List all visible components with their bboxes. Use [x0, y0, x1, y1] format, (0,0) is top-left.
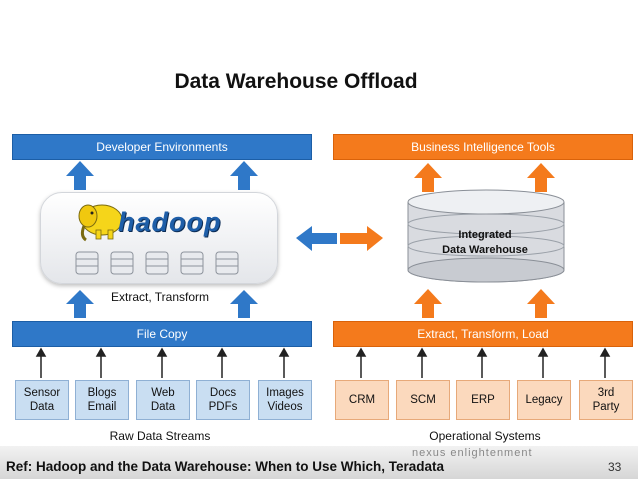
extract-transform-caption: Extract, Transform — [110, 290, 210, 304]
source-arrows — [35, 347, 290, 378]
system-box-legacy: Legacy — [517, 380, 571, 420]
system-box-crm: CRM — [335, 380, 389, 420]
disk-icon — [215, 251, 239, 275]
source-label: Blogs — [87, 387, 117, 399]
developer-environments-bar: Developer Environments — [12, 134, 312, 160]
source-label: Images — [266, 387, 304, 399]
slide-title: Data Warehouse Offload — [174, 70, 418, 93]
up-arrow-icon — [527, 163, 555, 192]
disk-icon — [145, 251, 169, 275]
up-arrows-to-developer — [66, 161, 258, 190]
system-label: Party — [592, 401, 620, 413]
data-warehouse-label: Integrated Data Warehouse — [412, 228, 558, 258]
up-arrow-icon — [66, 161, 94, 190]
data-warehouse-cylinder-icon — [407, 189, 565, 283]
extract-transform-load-bar: Extract, Transform, Load — [333, 321, 633, 347]
up-arrow-icon — [414, 163, 442, 192]
file-copy-bar: File Copy — [12, 321, 312, 347]
data-warehouse-label-line1: Integrated — [458, 229, 512, 241]
system-label: CRM — [348, 394, 376, 406]
raw-data-streams-caption: Raw Data Streams — [109, 429, 211, 443]
disk-icon — [110, 251, 134, 275]
system-label: Legacy — [525, 394, 563, 406]
bidirectional-arrow-icon — [296, 226, 383, 251]
page-number: 33 — [608, 460, 622, 474]
source-label: Data — [29, 401, 55, 413]
operational-systems-caption: Operational Systems — [429, 429, 541, 443]
source-label: PDFs — [208, 401, 238, 413]
source-label: Docs — [209, 387, 237, 399]
source-label: Sensor — [23, 387, 61, 399]
system-box-erp: ERP — [456, 380, 510, 420]
watermark-text: nexus enlightenment — [412, 447, 533, 459]
disk-icon — [180, 251, 204, 275]
system-label: 3rd — [597, 387, 615, 399]
system-label: ERP — [471, 394, 495, 406]
hadoop-elephant-icon — [78, 204, 123, 242]
storage-disks — [75, 251, 239, 275]
up-arrow-icon — [66, 290, 94, 318]
system-arrows — [355, 347, 611, 378]
data-warehouse-label-line2: Data Warehouse — [442, 244, 528, 256]
source-label: Data — [150, 401, 176, 413]
source-label: Email — [87, 401, 117, 413]
source-label: Videos — [267, 401, 303, 413]
business-intelligence-tools-bar: Business Intelligence Tools — [333, 134, 633, 160]
system-box-scm: SCM — [396, 380, 450, 420]
hadoop-logo-text: hadoop — [118, 207, 222, 237]
source-label: Web — [151, 387, 175, 399]
disk-icon — [75, 251, 99, 275]
system-label: SCM — [410, 394, 436, 406]
up-arrow-icon — [527, 289, 555, 318]
up-arrow-icon — [230, 161, 258, 190]
reference-citation: Ref: Hadoop and the Data Warehouse: When… — [6, 459, 445, 474]
footer-band — [0, 446, 638, 479]
up-arrow-icon — [230, 290, 258, 318]
up-arrow-icon — [414, 289, 442, 318]
